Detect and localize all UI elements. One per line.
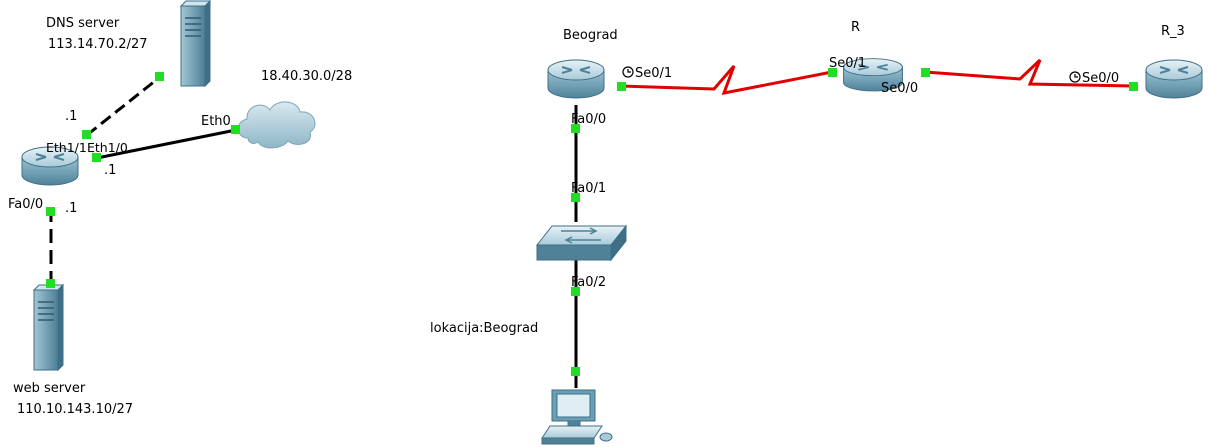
- dns-server-device[interactable]: [180, 0, 211, 87]
- internet-cloud[interactable]: [237, 101, 316, 149]
- port-led: [155, 72, 164, 81]
- port-led: [1129, 82, 1138, 91]
- port-led: [46, 279, 55, 288]
- server-icon: [33, 284, 64, 371]
- port-led: [231, 125, 240, 134]
- router-r-name: R: [851, 20, 860, 35]
- port-led: [921, 68, 930, 77]
- clock-icon: [622, 66, 634, 78]
- r-port-se00: Se0/0: [881, 81, 918, 96]
- port-led: [571, 287, 580, 296]
- port-led: [571, 367, 580, 376]
- port-led: [82, 130, 91, 139]
- switch-port-fa01: Fa0/1: [571, 181, 606, 196]
- link-router-cloud[interactable]: [96, 128, 237, 160]
- router-icon: [547, 59, 605, 99]
- cloud-port-label: Eth0: [201, 114, 231, 129]
- pc-location-label: lokacija:Beograd: [430, 321, 538, 336]
- router-port-eth10: Eth1/0: [87, 140, 128, 155]
- dns-server-name: DNS server: [46, 16, 120, 31]
- router-beograd[interactable]: [547, 59, 605, 99]
- r-port-se01: Se0/1: [829, 56, 866, 71]
- web-server-name: web server: [13, 381, 86, 396]
- web-server-ip: 110.10.143.10/27: [17, 402, 133, 417]
- cloud-network-label: 18.40.30.0/28: [261, 69, 352, 84]
- router-port-fa00: Fa0/0: [8, 197, 43, 212]
- router-r3-name: R_3: [1161, 24, 1185, 39]
- switch-icon: [535, 224, 628, 262]
- serial-link-r-r3[interactable]: [924, 58, 1134, 88]
- serial-link-beograd-r[interactable]: [620, 65, 833, 95]
- beograd-port-se01: Se0/1: [635, 66, 672, 81]
- port-led: [828, 68, 837, 77]
- link-router-dns[interactable]: [86, 75, 161, 137]
- web-server-label-bg: [8, 377, 150, 422]
- server-icon: [180, 0, 211, 87]
- router-r3[interactable]: [1145, 59, 1203, 99]
- port-led: [46, 207, 55, 216]
- port-led: [92, 153, 101, 162]
- pc-icon: [541, 389, 613, 445]
- beograd-port-fa00: Fa0/0: [571, 112, 606, 127]
- switch-port-fa02: Fa0/2: [571, 275, 606, 290]
- router-beograd-name: Beograd: [563, 28, 618, 43]
- dns-host-octet: .1: [65, 109, 77, 124]
- port-led: [617, 82, 626, 91]
- clock-icon: [1069, 71, 1081, 83]
- port-led: [571, 124, 580, 133]
- web-host-octet: .1: [65, 201, 77, 216]
- switch-device[interactable]: [535, 224, 628, 262]
- dns-server-ip: 113.14.70.2/27: [48, 37, 148, 52]
- web-server-device[interactable]: [33, 284, 64, 371]
- router-port-eth11: Eth1/1: [46, 140, 87, 155]
- cloud-icon: [237, 101, 316, 149]
- r3-port-se00: Se0/0: [1082, 71, 1119, 86]
- port-led: [571, 193, 580, 202]
- pc-device[interactable]: [541, 389, 613, 445]
- dns-server-label-bg: [40, 11, 164, 55]
- cloud-host-octet: .1: [104, 163, 116, 178]
- router-icon: [1145, 59, 1203, 99]
